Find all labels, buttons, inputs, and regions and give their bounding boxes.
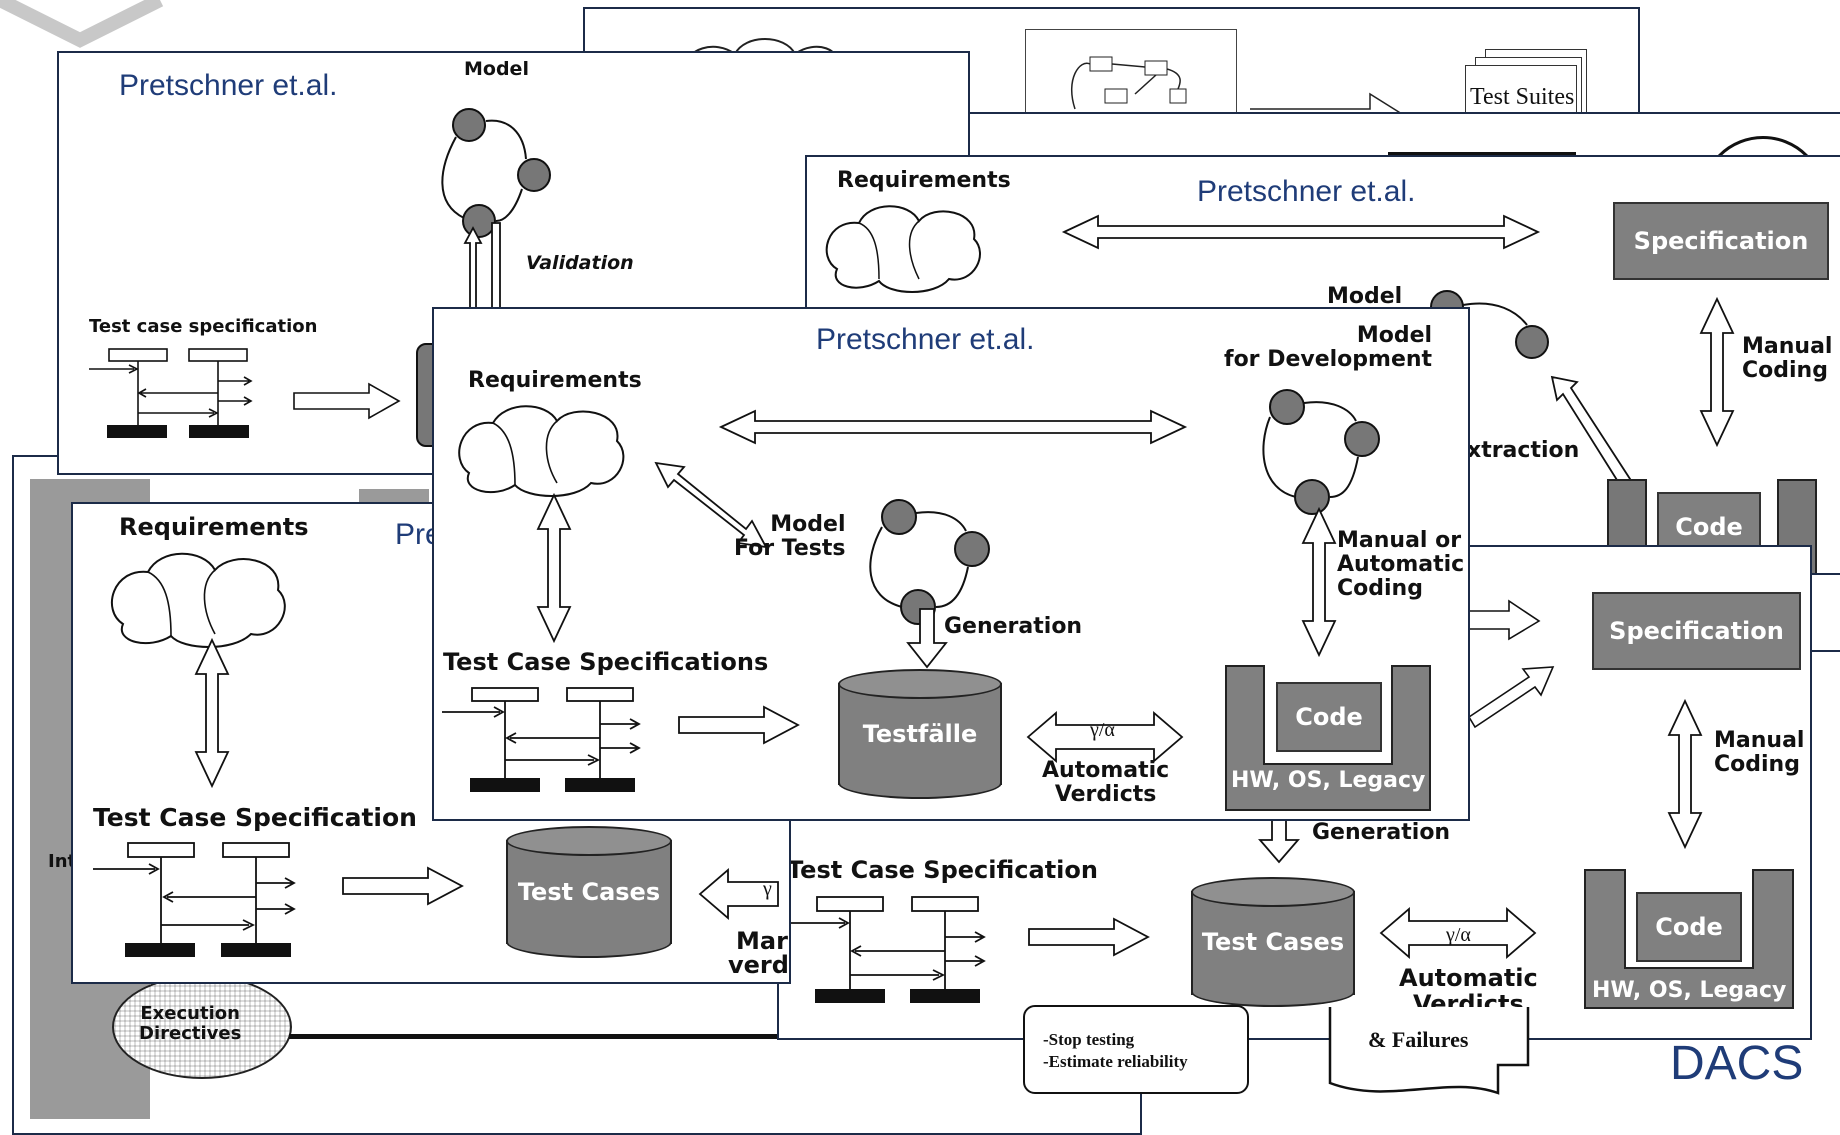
model-thumbnail-graph-icon — [1070, 56, 1187, 110]
failures-label: & Failures — [1368, 1027, 1469, 1052]
attribution-right-upper: Pretschner et.al. — [1197, 175, 1416, 208]
manual-coding-label-lower: Manual Coding — [1714, 728, 1805, 778]
center-panel: Pretschner et.al. Requirements Model for… — [432, 307, 1470, 821]
cloud-fragment-icon — [684, 38, 838, 70]
estimate-reliability-label: -Estimate reliability — [1043, 1052, 1188, 1071]
test-cases-label-left: Test Cases — [517, 878, 661, 906]
stop-testing-box — [1023, 1005, 1249, 1094]
extraction-label: xtraction — [1467, 438, 1580, 463]
code-box-lower: Code — [1636, 892, 1742, 962]
spec-to-db-arrow-icon — [293, 382, 401, 420]
spec-to-testcases-arrow-lower-icon — [1028, 917, 1150, 957]
req-to-spec-arrow-left-icon — [194, 637, 230, 789]
manual-coding-arrow-upper-icon — [1699, 296, 1735, 448]
gamma-alpha-label-lower: γ/α — [1446, 924, 1471, 946]
sequence-diagram-icon — [89, 348, 253, 438]
execution-line — [289, 1034, 809, 1039]
verd-label-left: verd — [728, 951, 789, 979]
spec-to-testfaelle-arrow-icon — [678, 705, 800, 745]
sequence-diagram-left-icon — [93, 842, 296, 957]
generation-label-lower: Generation — [1312, 820, 1451, 845]
test-suites-label: Test Suites — [1470, 84, 1575, 110]
execution-directives-ellipse — [112, 975, 292, 1079]
test-case-spec-label-left: Test Case Specification — [93, 803, 417, 832]
generation-arrow-center-icon — [906, 608, 948, 669]
attribution-top-left: Pretschner et.al. — [119, 69, 338, 102]
hw-os-legacy-label-center: HW, OS, Legacy — [1231, 768, 1426, 793]
model-for-dev-label: Model for Development — [1224, 323, 1433, 373]
model-tests-states-icon — [869, 499, 990, 625]
generation-arrow-lower-icon — [1258, 811, 1300, 864]
manual-coding-label-upper: Manual Coding — [1742, 334, 1833, 384]
model-dev-states-icon — [1262, 389, 1380, 515]
failures-document-icon — [1328, 1007, 1530, 1095]
automatic-verdicts-label-center: Automatic Verdicts — [1042, 758, 1170, 808]
test-case-spec-label: Test case specification — [89, 316, 318, 337]
manual-or-automatic-label: Manual or Automatic Coding — [1337, 528, 1465, 602]
sequence-diagram-center-icon — [442, 687, 641, 792]
req-spec-double-arrow-icon — [1061, 214, 1541, 250]
code-box-center: Code — [1276, 682, 1382, 752]
requirements-label-center: Requirements — [468, 368, 642, 393]
int-label: Int — [48, 851, 77, 872]
corner-chevron-icon — [0, 0, 164, 48]
test-case-specs-label: Test Case Specifications — [443, 648, 769, 676]
test-cases-cylinder-lower — [1191, 877, 1355, 1007]
req-to-tests-arrow-icon — [654, 461, 768, 549]
test-cases-cylinder-left — [506, 826, 672, 958]
requirements-label-left: Requirements — [119, 513, 309, 541]
stop-testing-label: -Stop testing — [1043, 1030, 1135, 1049]
man-label-left: Mar — [736, 927, 788, 955]
validation-label: Validation — [526, 252, 634, 274]
gamma-arrow-left-icon — [698, 868, 779, 920]
requirements-cloud-left-icon — [110, 552, 286, 648]
model-label: Model — [464, 58, 529, 80]
requirements-label: Requirements — [837, 168, 1011, 193]
testfaelle-label: Testfälle — [862, 720, 978, 748]
manual-automatic-arrow-icon — [1301, 506, 1337, 658]
dacs-label: DACS — [1670, 1037, 1804, 1090]
model-label-upper: Model — [1327, 284, 1403, 309]
right-arrows-fragment-icon — [1467, 599, 1555, 729]
extraction-arrow-icon — [1550, 375, 1634, 490]
req-to-testspec-arrow-icon — [536, 492, 572, 644]
generation-label-center: Generation — [944, 614, 1083, 639]
execution-directives-label: Execution Directives — [139, 1003, 242, 1044]
testfaelle-cylinder — [838, 669, 1002, 799]
hw-os-legacy-label-lower: HW, OS, Legacy — [1592, 978, 1787, 1003]
spec-to-testcases-arrow-left-icon — [342, 866, 464, 906]
gamma-alpha-arrow-lower-icon — [1379, 907, 1537, 959]
sequence-diagram-lower-icon — [787, 896, 986, 1003]
specification-box-lower: Specification — [1592, 592, 1801, 670]
top-strip-arrow-icon — [1250, 92, 1412, 125]
gamma-alpha-arrow-center-icon — [1026, 711, 1184, 763]
manual-coding-arrow-lower-icon — [1667, 698, 1703, 850]
specification-box: Specification — [1613, 202, 1829, 280]
test-case-spec-label-lower: Test Case Specification — [787, 856, 1098, 884]
gamma-alpha-label-center: γ/α — [1090, 719, 1115, 741]
model-for-tests-label: Model For Tests — [734, 512, 846, 562]
model-states-icon — [441, 108, 551, 238]
requirements-cloud-center-icon — [458, 405, 625, 497]
requirements-cloud-icon — [825, 205, 981, 293]
req-to-dev-double-arrow-icon — [718, 409, 1188, 445]
attribution-center: Pretschner et.al. — [816, 323, 1035, 356]
gamma-label-left: γ — [763, 878, 772, 900]
model-thumbnail — [1025, 29, 1237, 125]
test-cases-label-lower: Test Cases — [1201, 928, 1345, 956]
